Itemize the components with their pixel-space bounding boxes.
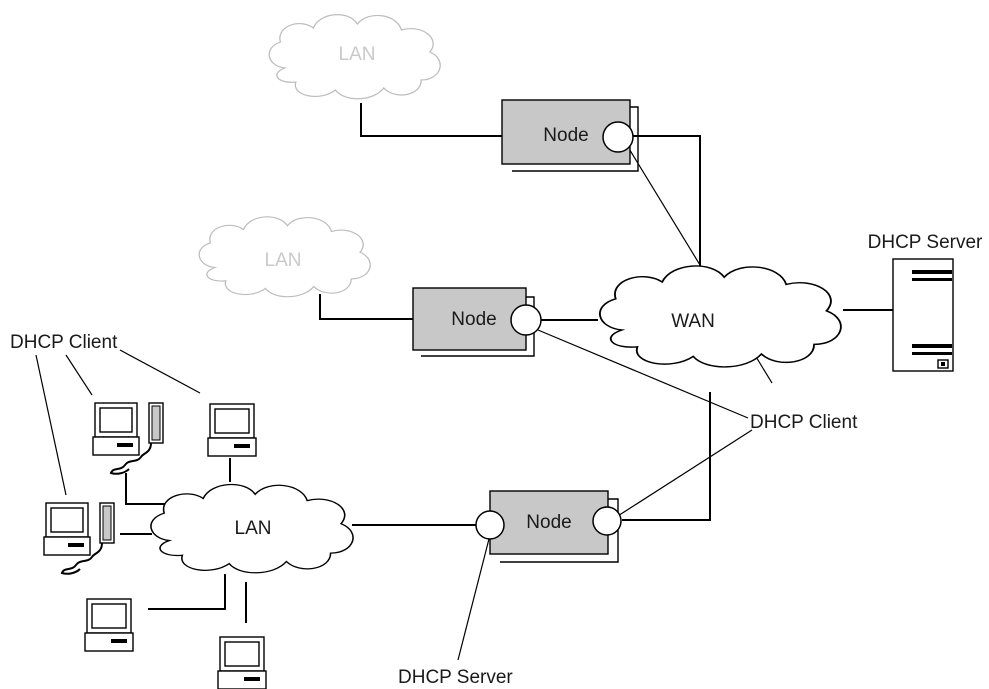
callout-client-right-1 xyxy=(537,329,749,419)
node-top xyxy=(501,99,639,172)
wan-label: WAN xyxy=(671,311,715,332)
server-icon xyxy=(892,258,954,372)
wan-cloud xyxy=(598,265,842,368)
wire-lan-mid-node-mid xyxy=(319,294,413,320)
node-mid xyxy=(412,287,542,357)
node-top-label: Node xyxy=(543,125,588,146)
callout-client-left-3 xyxy=(119,349,201,394)
wire-node-top-wan xyxy=(632,135,701,270)
port-icon xyxy=(592,506,622,536)
callout-client-right-2 xyxy=(609,429,753,522)
pc-tower-icon xyxy=(92,402,164,475)
port-icon xyxy=(510,304,542,336)
dhcp-client-right-label: DHCP Client xyxy=(750,412,858,433)
port-icon xyxy=(475,510,505,540)
node-mid-label: Node xyxy=(451,309,496,330)
lan-mid-label: LAN xyxy=(265,250,302,271)
node-bottom-label: Node xyxy=(526,512,571,533)
wire-wan-node-bottom xyxy=(622,392,711,521)
dhcp-client-left-label: DHCP Client xyxy=(10,332,118,353)
node-bottom xyxy=(475,490,622,563)
callout-server-bottom xyxy=(457,534,491,661)
pc-icon xyxy=(207,403,257,457)
port-icon xyxy=(602,121,634,153)
wire-pc1 xyxy=(125,473,172,505)
pc-icon xyxy=(84,598,134,652)
wire-pc4 xyxy=(148,574,226,610)
pc-icon xyxy=(217,636,267,689)
dhcp-server-right-label: DHCP Server xyxy=(868,232,983,253)
callout-client-left-2 xyxy=(65,354,93,396)
callout-client-left-1 xyxy=(35,354,67,496)
lan-bottom-label: LAN xyxy=(235,518,272,539)
wire-lan-top-node-top xyxy=(360,103,502,137)
pc-tower-icon xyxy=(43,502,115,575)
dhcp-server-bottom-label: DHCP Server xyxy=(398,667,513,688)
lan-top-label: LAN xyxy=(339,44,376,65)
